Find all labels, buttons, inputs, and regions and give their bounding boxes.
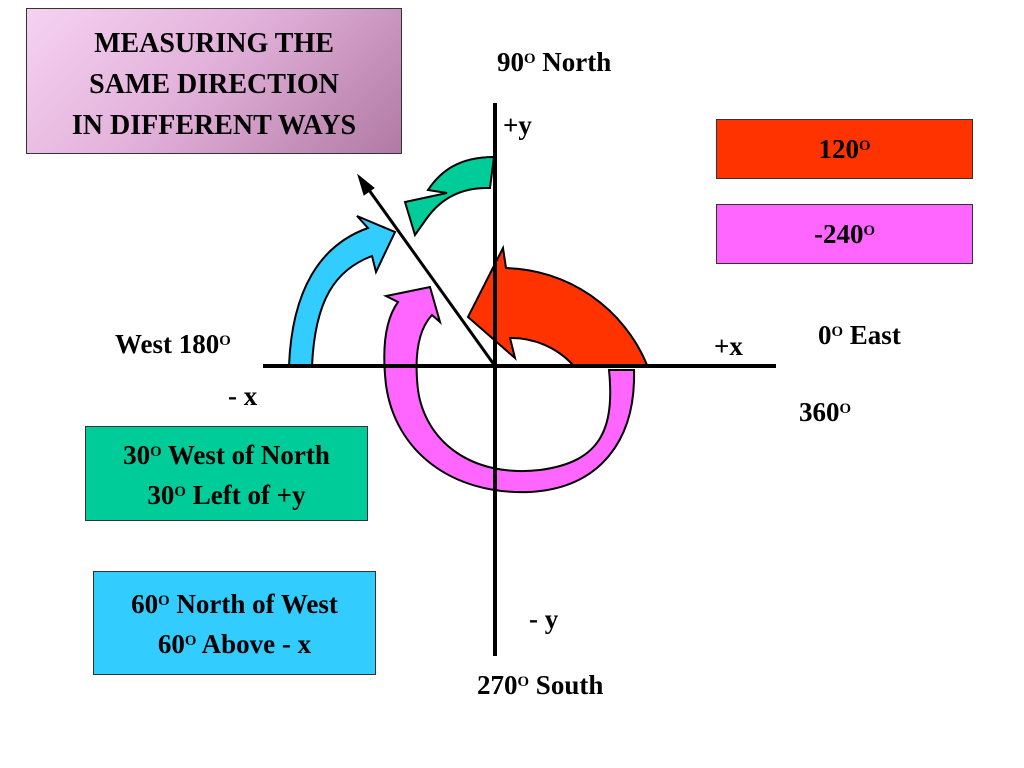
north-of-west-box: 60O North of West 60O Above - x bbox=[93, 571, 376, 675]
angle-neg240-value: -240 bbox=[813, 219, 864, 249]
deg-360-value: 360 bbox=[799, 397, 840, 427]
title-line-1: MEASURING THE bbox=[94, 28, 334, 59]
east-word: East bbox=[849, 320, 901, 350]
description-text: West of North bbox=[167, 440, 330, 470]
angle-value: 60 bbox=[157, 629, 185, 659]
pink-neg240-arc-arrow bbox=[382, 285, 636, 494]
south-label: 270O South bbox=[477, 670, 603, 700]
south-word: South bbox=[535, 670, 604, 700]
angle-120-value: 120 bbox=[818, 134, 859, 164]
degree-symbol: O bbox=[219, 333, 231, 350]
green-30deg-arc-arrow bbox=[403, 155, 496, 238]
left-of-plus-y-line: 30O Left of +y bbox=[86, 475, 367, 515]
degree-symbol: O bbox=[839, 401, 852, 418]
above-minus-x-line: 60O Above - x bbox=[94, 624, 375, 664]
plus-y-label: +y bbox=[503, 110, 532, 140]
minus-y-label: - y bbox=[529, 604, 559, 634]
west-text: West 180 bbox=[115, 329, 220, 359]
direction-vector-arrowhead bbox=[357, 173, 375, 196]
title-line-3: IN DIFFERENT WAYS bbox=[71, 110, 357, 141]
description-text: Above - x bbox=[201, 629, 312, 659]
angle-value: 30 bbox=[147, 480, 175, 510]
angle-120-box: 120O bbox=[716, 119, 973, 179]
red-120-arc-arrow bbox=[466, 244, 649, 366]
north-of-west-line: 60O North of West bbox=[94, 584, 375, 624]
minus-x-label: - x bbox=[228, 381, 258, 411]
cyan-60deg-arc-arrow bbox=[287, 215, 397, 367]
west-of-north-box: 30O West of North 30O Left of +y bbox=[85, 426, 368, 521]
angle-value: 60 bbox=[131, 589, 159, 619]
degree-symbol: O bbox=[150, 444, 162, 461]
deg-360-label: 360O bbox=[799, 397, 851, 427]
north-word: North bbox=[542, 47, 612, 77]
title-line-2: SAME DIRECTION bbox=[89, 69, 339, 100]
west-label: West 180O bbox=[115, 329, 231, 359]
west-of-north-line: 30O West of North bbox=[86, 435, 367, 475]
degree-symbol: O bbox=[158, 593, 170, 610]
north-label: 90O North bbox=[497, 47, 611, 77]
plus-x-label: +x bbox=[714, 331, 743, 361]
degree-symbol: O bbox=[524, 51, 536, 68]
east-label: 0O East bbox=[818, 320, 901, 350]
direction-vector bbox=[362, 182, 497, 367]
degree-symbol: O bbox=[517, 674, 530, 691]
degree-symbol: O bbox=[863, 223, 876, 240]
description-text: North of West bbox=[176, 589, 338, 619]
north-degrees: 90 bbox=[497, 47, 524, 77]
angle-neg240-box: -240O bbox=[716, 204, 973, 264]
degree-symbol: O bbox=[184, 633, 197, 650]
south-degrees: 270 bbox=[477, 670, 518, 700]
angle-value: 30 bbox=[123, 440, 151, 470]
degree-symbol: O bbox=[858, 138, 871, 155]
title-box: MEASURING THE SAME DIRECTION IN DIFFEREN… bbox=[26, 8, 402, 154]
description-text: Left of +y bbox=[192, 480, 306, 510]
degree-symbol: O bbox=[831, 324, 844, 341]
east-degrees: 0 bbox=[818, 320, 832, 350]
degree-symbol: O bbox=[174, 484, 186, 501]
